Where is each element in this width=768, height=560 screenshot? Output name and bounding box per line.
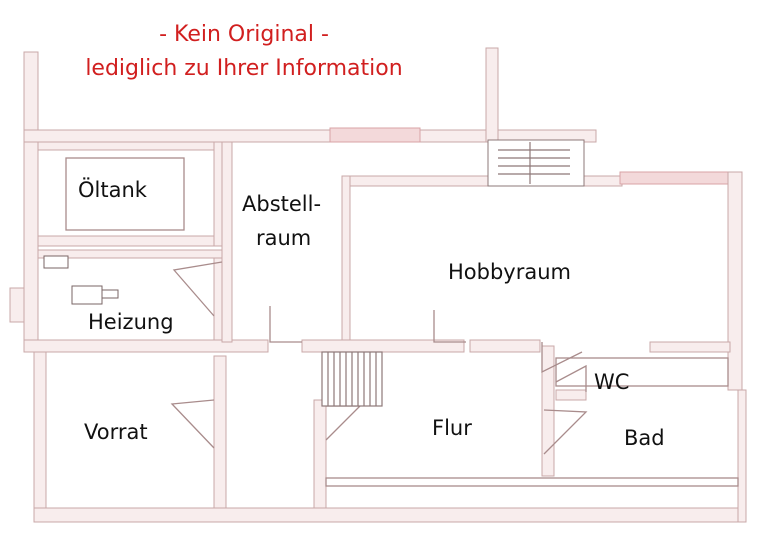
wall-bottom (33, 507, 745, 523)
door-bad-lower (543, 409, 588, 455)
room-label-flur: Flur (432, 416, 472, 440)
door-hobby (433, 310, 466, 343)
wall-post-right (485, 47, 499, 143)
room-label-heizung: Heizung (88, 310, 174, 334)
stairs-lower (321, 351, 383, 407)
disclaimer-line-1: - Kein Original - (159, 22, 329, 47)
wc-bad-divider (555, 357, 729, 387)
oeltank-outline (65, 157, 185, 231)
chimney (9, 287, 25, 323)
wall-left-lower (33, 351, 47, 523)
room-label-abstell-2: raum (256, 226, 312, 250)
door-flur (325, 405, 362, 441)
room-label-oeltank: Öltank (78, 178, 147, 202)
room-label-abstell-1: Abstell- (242, 192, 322, 216)
boiler-icon (71, 285, 103, 305)
wall-top-accent (329, 127, 421, 143)
room-label-wc: WC (594, 370, 630, 394)
stairs-upper (487, 139, 585, 187)
wall-oeltank-top (37, 141, 223, 151)
door-bad (541, 342, 583, 374)
flur-bottom-line (325, 477, 739, 487)
wall-mid-center (469, 339, 541, 353)
wall-mid-left (301, 339, 465, 353)
doors (170, 261, 588, 455)
wall-top (23, 129, 597, 143)
wall-flur-left (313, 399, 327, 509)
wall-hobby-top-right (619, 171, 743, 185)
wall-right-lower (737, 389, 747, 523)
wall-vorrat-right (213, 355, 227, 509)
wall-hobby-left (341, 175, 351, 347)
room-label-bad: Bad (624, 426, 665, 450)
disclaimer-line-2: lediglich zu Ihrer Information (85, 56, 403, 81)
room-label-vorrat: Vorrat (84, 420, 148, 444)
door-heizung (172, 261, 223, 317)
wall-oeltank-bottom (37, 235, 223, 247)
door-abstell (269, 306, 302, 343)
heating-box-icon (43, 255, 69, 269)
door-vorrat (170, 399, 215, 449)
wall-heizung-bottom (23, 339, 269, 353)
wall-wc-bottom (555, 389, 587, 401)
room-label-hobbyraum: Hobbyraum (448, 260, 571, 284)
wall-right (727, 171, 743, 391)
wall-left-upper (23, 51, 39, 351)
boiler-pipe-icon (101, 289, 119, 299)
walls (9, 47, 747, 523)
door-wc (555, 364, 587, 392)
wall-mid-right (649, 341, 731, 353)
wall-abstell-left (221, 141, 233, 343)
